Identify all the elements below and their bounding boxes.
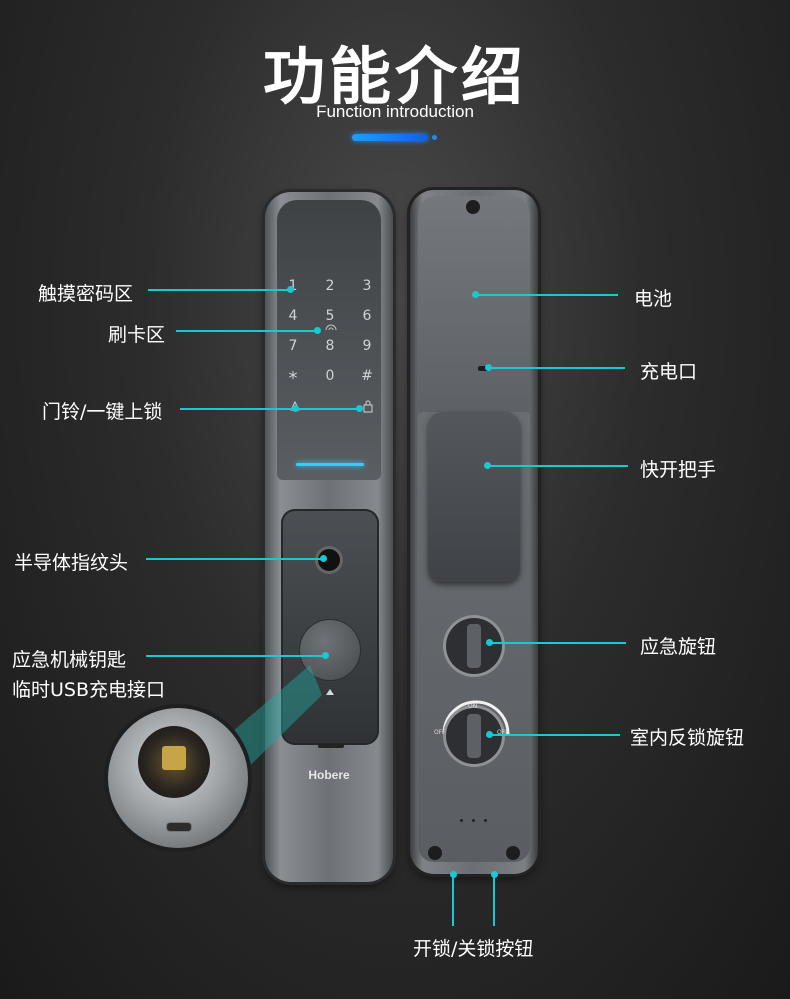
card-reader-icon xyxy=(325,324,337,331)
mic-hole xyxy=(460,819,463,822)
callout-line xyxy=(490,734,620,736)
front-bottom-slot xyxy=(318,744,344,748)
key-pin-closeup xyxy=(162,746,186,770)
battery-cover xyxy=(418,196,530,418)
label-doorbell-lock: 门铃/一键上锁 xyxy=(42,401,163,423)
knob-arc-icon xyxy=(442,700,510,735)
key-star: * xyxy=(288,368,298,389)
label-card-area: 刷卡区 xyxy=(108,324,166,346)
label-battery: 电池 xyxy=(634,288,673,310)
brand-logo: Hobere xyxy=(308,768,350,782)
emergency-knob-grip xyxy=(467,624,481,668)
knob-off-right-label: OFF xyxy=(497,729,509,736)
label-mech-key: 应急机械钥匙 xyxy=(12,649,127,671)
key-9: 9 xyxy=(362,338,372,354)
key-4: 4 xyxy=(288,308,298,324)
lock-icon xyxy=(363,400,373,413)
key-7: 7 xyxy=(288,338,298,354)
inner-lock-knob-grip xyxy=(467,714,481,758)
callout-dot xyxy=(356,405,363,412)
callout-line xyxy=(176,330,316,332)
page-title: 功能介绍 xyxy=(262,40,527,113)
key-6: 6 xyxy=(362,308,372,324)
knob-on-label: ON xyxy=(468,703,478,710)
label-touch-keypad: 触摸密码区 xyxy=(38,283,134,305)
callout-line xyxy=(489,367,625,369)
mic-hole xyxy=(484,819,487,822)
callout-line xyxy=(493,874,495,926)
callout-line xyxy=(148,289,290,291)
label-charge-port: 充电口 xyxy=(640,361,698,383)
triangle-icon xyxy=(326,689,334,695)
usb-port-closeup xyxy=(166,822,192,832)
callout-dot xyxy=(472,291,479,298)
status-light-strip xyxy=(296,463,364,466)
mech-key-cover xyxy=(300,620,360,680)
callout-line xyxy=(146,558,322,560)
title-accent-bar xyxy=(352,134,428,141)
callout-dot xyxy=(485,364,492,371)
key-2: 2 xyxy=(325,278,335,294)
mic-hole xyxy=(472,819,475,822)
label-usb: 临时USB充电接口 xyxy=(12,679,166,701)
callout-dot xyxy=(320,555,327,562)
key-8: 8 xyxy=(325,338,335,354)
bottom-screw-hole-left xyxy=(428,846,442,860)
callout-dot xyxy=(322,652,329,659)
charge-port-slot xyxy=(478,366,490,371)
key-hash: # xyxy=(361,368,373,384)
bottom-screw-hole-right xyxy=(506,846,520,860)
key-0: 0 xyxy=(325,368,335,384)
title-accent-dot xyxy=(432,135,437,140)
front-keypad-panel xyxy=(277,200,381,480)
callout-dot xyxy=(486,731,493,738)
callout-line xyxy=(452,874,454,926)
label-handle: 快开把手 xyxy=(640,459,717,481)
key-1: 1 xyxy=(288,278,298,294)
callout-line xyxy=(180,408,360,410)
callout-dot xyxy=(484,462,491,469)
fingerprint-sensor xyxy=(318,549,340,571)
callout-line xyxy=(490,642,626,644)
callout-dot xyxy=(486,639,493,646)
callout-line xyxy=(146,655,326,657)
label-inner-knob: 室内反锁旋钮 xyxy=(630,727,745,749)
callout-dot xyxy=(292,405,299,412)
callout-line xyxy=(488,465,628,467)
page-subtitle: Function introduction xyxy=(316,102,474,121)
label-lock-buttons: 开锁/关锁按钮 xyxy=(413,938,534,960)
key-3: 3 xyxy=(362,278,372,294)
callout-dot xyxy=(287,286,294,293)
knob-off-left-label: OFF xyxy=(434,729,446,736)
label-fingerprint: 半导体指纹头 xyxy=(14,552,129,574)
key-5: 5 xyxy=(325,308,335,324)
quick-open-handle xyxy=(428,412,520,582)
top-screw-hole xyxy=(466,200,480,214)
label-emergency-knob: 应急旋钮 xyxy=(640,636,717,658)
callout-line xyxy=(476,294,618,296)
callout-dot xyxy=(314,327,321,334)
